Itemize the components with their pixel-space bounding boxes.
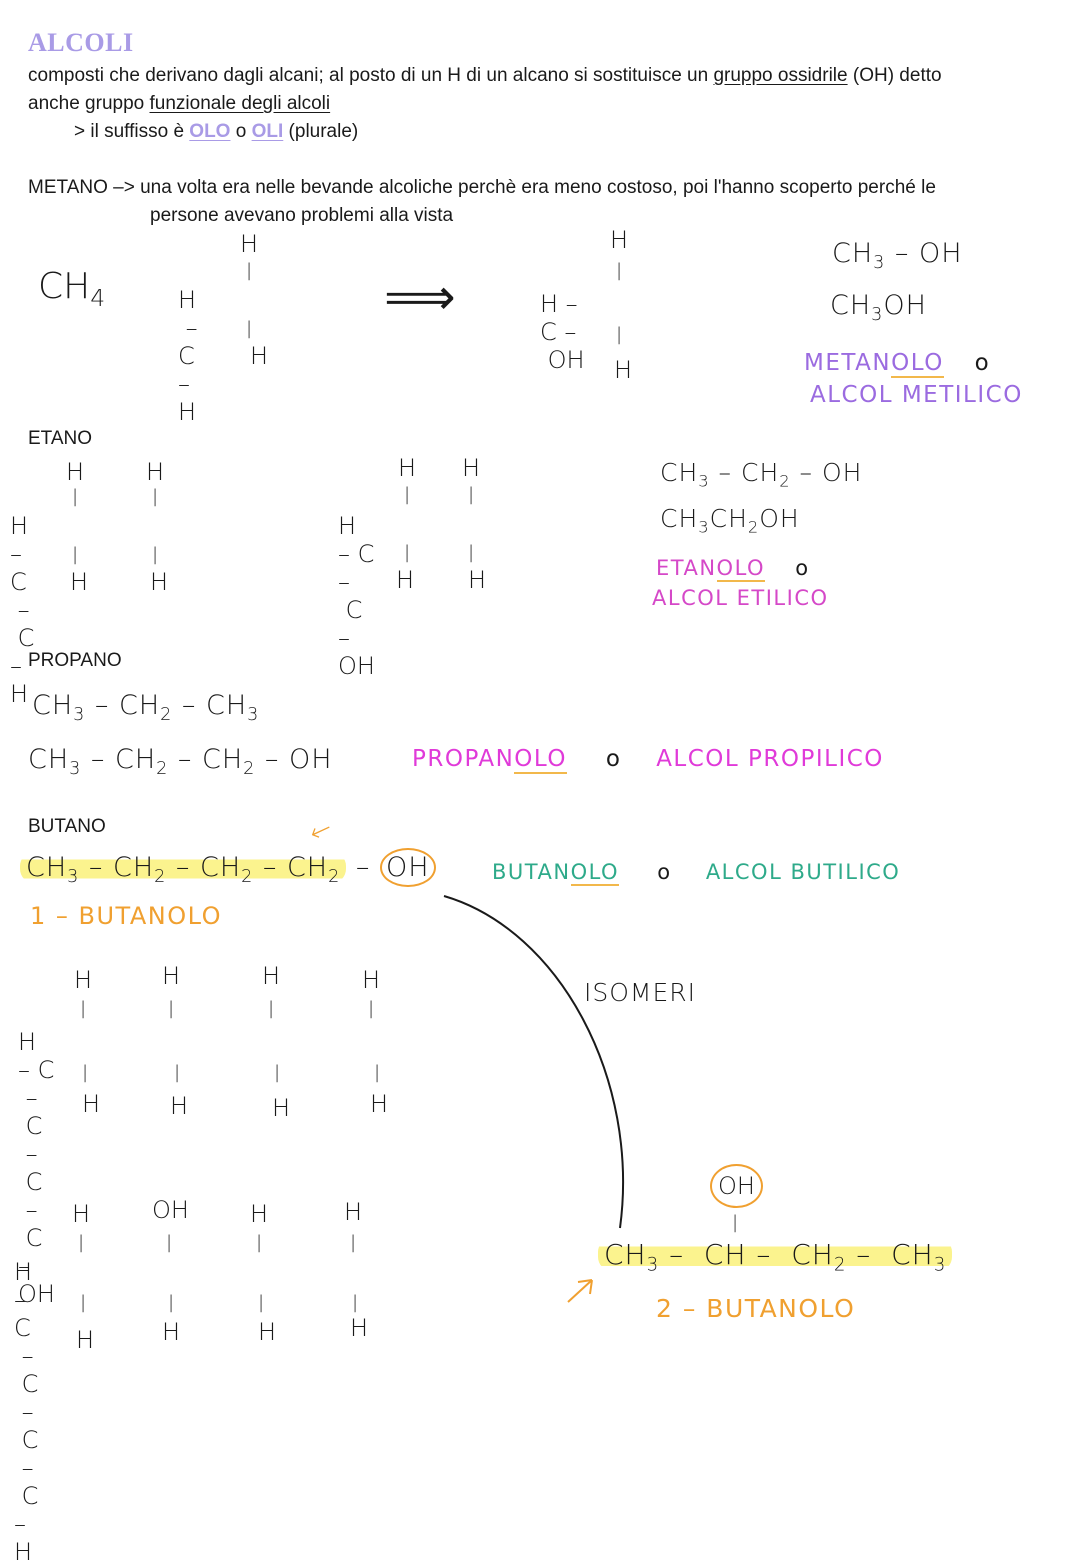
2-butanol-oh-circled: OH <box>710 1164 763 1208</box>
metano-note: METANO –> una volta era nelle bevande al… <box>28 174 1068 230</box>
name-suffix: OLO <box>716 556 766 582</box>
metano-label: METANO –> <box>28 177 135 198</box>
butanol-alt-name: ALCOL BUTILICO <box>705 860 901 884</box>
intro-text: composti che derivano dagli alcani; al p… <box>28 65 714 86</box>
propano-label: PROPANO <box>28 650 122 671</box>
ethanol-name: ETANOLO o <box>656 556 810 582</box>
methanol-alt-name: ALCOL METILICO <box>810 382 1023 408</box>
ethanol-condensed-2: CH3CH2OH <box>660 504 800 537</box>
propane-condensed: CH3 – CH2 – CH3 <box>32 690 260 726</box>
propanol-condensed: CH3 – CH2 – CH2 – OH <box>28 744 333 780</box>
or-text: o <box>605 746 622 772</box>
intro-text: (OH) detto <box>847 65 942 86</box>
suffix-text: > il suffisso è <box>74 121 190 142</box>
name-text: ETAN <box>656 556 717 580</box>
intro-paragraph: composti che derivano dagli alcani; al p… <box>28 62 1058 146</box>
page-title: ALCOLI <box>28 28 134 57</box>
isomer-connector-curve <box>443 895 625 1303</box>
suffix-oli: OLI <box>251 121 284 142</box>
propanol-name: PROPANOLO o ALCOL PROPILICO <box>412 746 884 774</box>
name-text: METAN <box>804 350 892 376</box>
name-suffix: OLO <box>514 746 567 774</box>
ethanol-alt-name: ALCOL ETILICO <box>652 586 829 610</box>
term-gruppo-funzionale: funzionale degli alcoli <box>149 93 331 114</box>
1-butanol-condensed: CH3 – CH2 – CH2 – CH2 – OH <box>20 848 436 887</box>
or-text: o <box>974 350 991 376</box>
suffix-olo: OLO <box>189 121 231 142</box>
methanol-condensed-2: CH3OH <box>830 290 927 326</box>
1-butanol-name: 1 – BUTANOLO <box>30 902 223 930</box>
bond-line: | <box>732 1212 739 1233</box>
or-text: o <box>795 556 810 580</box>
name-suffix: OLO <box>570 860 620 886</box>
term-gruppo-ossidrile: gruppo ossidrile <box>713 65 848 86</box>
methanol-condensed-1: CH3 – OH <box>832 238 963 274</box>
ethanol-condensed-1: CH3 – CH2 – OH <box>660 458 863 491</box>
butano-label: BUTANO <box>28 816 106 837</box>
hydroxyl-group: OH <box>710 1164 763 1208</box>
name-text: PROPAN <box>412 746 515 772</box>
propanol-alt-name: ALCOL PROPILICO <box>656 746 884 772</box>
isomers-label: ISOMERI <box>584 978 697 1007</box>
suffix-text: o <box>230 121 252 142</box>
methanol-name: METANOLO o <box>804 350 991 378</box>
hydroxyl-group-circled: OH <box>379 848 436 887</box>
etano-label: ETANO <box>28 428 93 449</box>
suffix-text: (plurale) <box>283 121 359 142</box>
methane-formula: CH4 <box>38 266 106 313</box>
metano-note-line1: una volta era nelle bevande alcoliche pe… <box>134 177 936 198</box>
arrow-icon: ⟹ <box>384 268 456 326</box>
name-suffix: OLO <box>891 350 944 378</box>
butanol-name: BUTANOLO o ALCOL BUTILICO <box>492 860 901 886</box>
or-text: o <box>657 860 672 884</box>
intro-text: anche gruppo <box>28 93 150 114</box>
2-butanol-name: 2 – BUTANOLO <box>656 1294 856 1323</box>
metano-note-line2: persone avevano problemi alla vista <box>150 205 454 226</box>
name-text: BUTAN <box>492 860 571 884</box>
2-butanol-condensed: CH3 – CH – CH2 – CH3 <box>598 1238 953 1275</box>
